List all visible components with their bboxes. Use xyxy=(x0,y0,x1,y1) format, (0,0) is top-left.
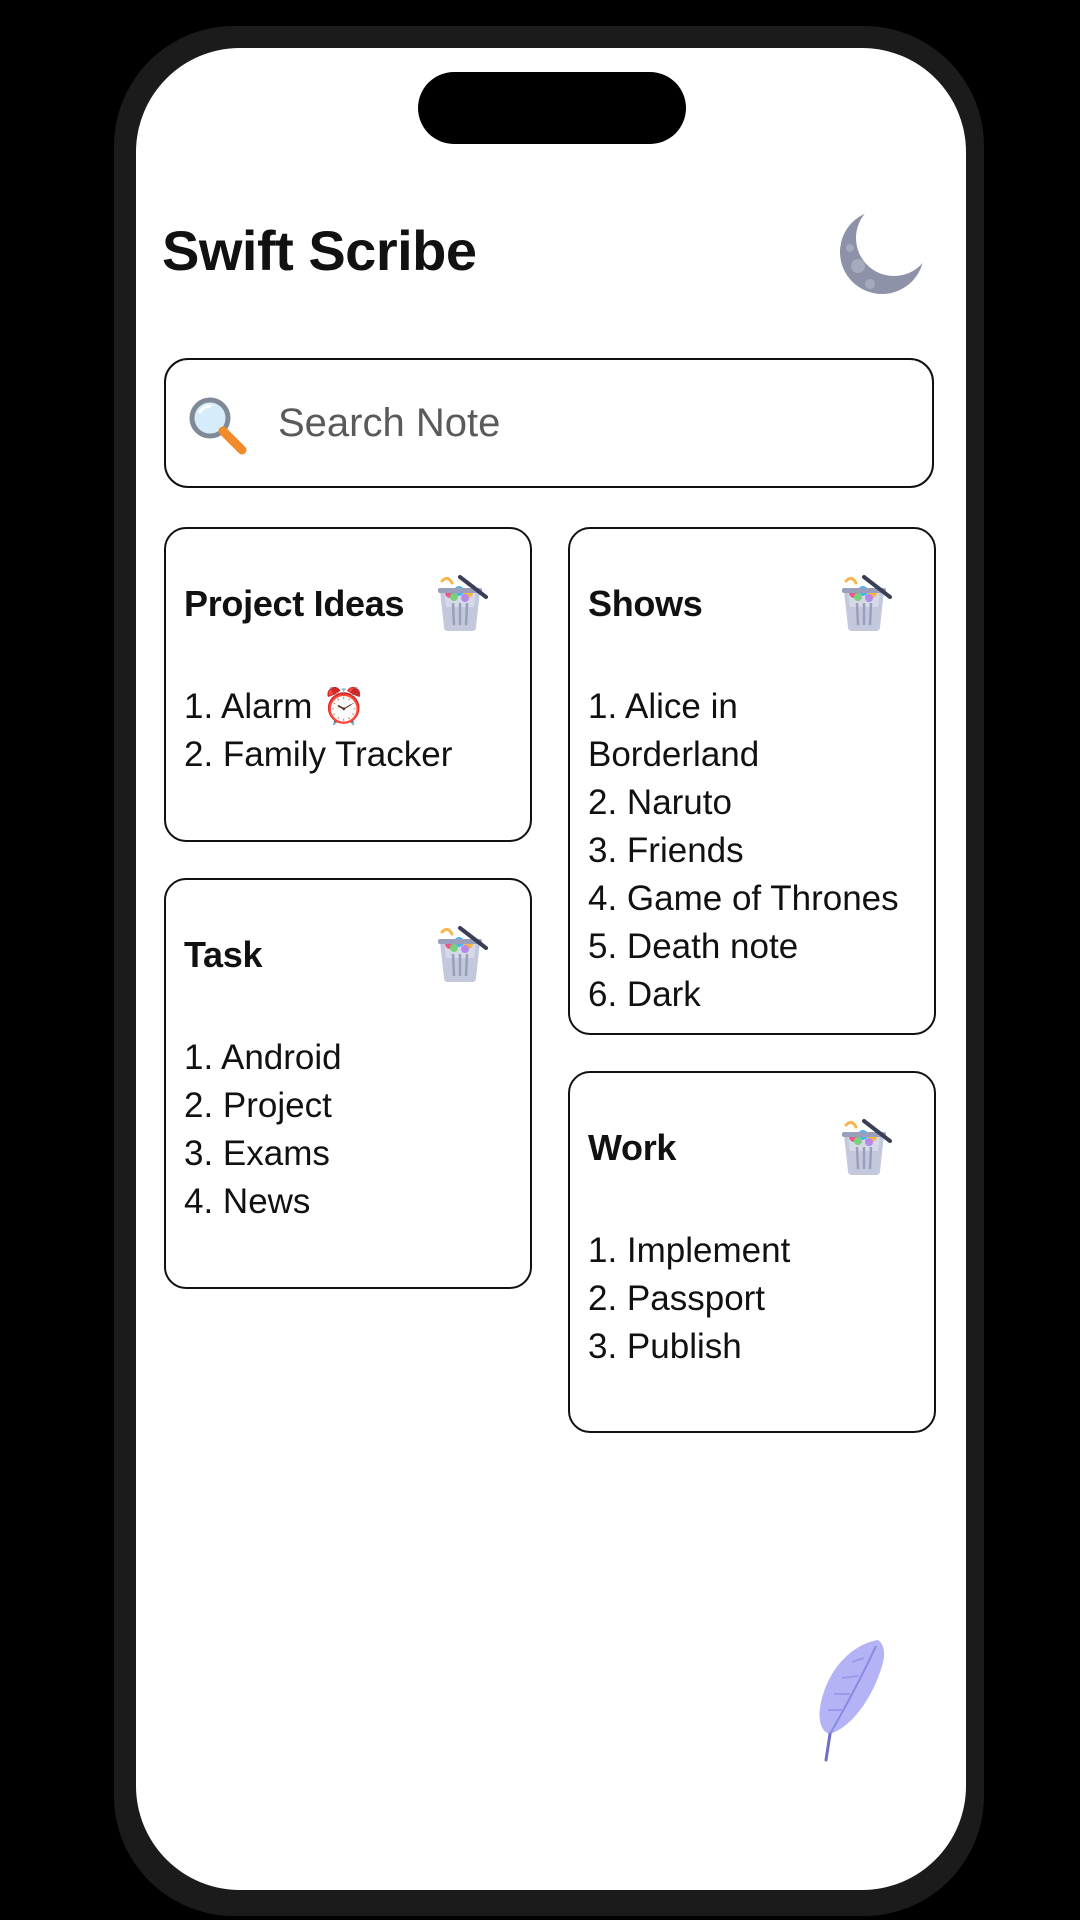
note-line: 3. Publish xyxy=(588,1327,742,1366)
note-line: 1. Android xyxy=(184,1038,342,1077)
note-card-task[interactable]: Task 1. Android 2. Project 3. Exams 4. N… xyxy=(164,878,532,1289)
note-content: 1. Alarm ⏰ 2. Family Tracker xyxy=(184,683,516,779)
note-title: Shows xyxy=(588,583,703,624)
note-title: Project Ideas xyxy=(184,583,405,624)
note-line: 2. Project xyxy=(184,1086,332,1125)
dynamic-island xyxy=(418,72,686,144)
note-line: 4. Game of Thrones xyxy=(588,879,899,918)
note-title: Task xyxy=(184,934,263,975)
note-line: 4. News xyxy=(184,1182,311,1221)
theme-toggle-button[interactable] xyxy=(836,204,928,296)
note-line: 1. Implement xyxy=(588,1231,791,1270)
note-line: 2. Naruto xyxy=(588,783,732,822)
note-line: 3. Exams xyxy=(184,1134,330,1173)
trash-bin-icon[interactable] xyxy=(836,573,892,633)
note-card-work[interactable]: Work 1. Implement 2. Passport 3. Publish xyxy=(568,1071,936,1433)
search-bar[interactable] xyxy=(164,358,934,488)
note-line: 1. Alarm ⏰ xyxy=(184,687,366,726)
note-line: 5. Death note xyxy=(588,927,799,966)
crescent-moon-icon xyxy=(840,210,924,294)
magnifying-glass-icon xyxy=(189,397,247,455)
new-note-button[interactable] xyxy=(812,1636,892,1766)
note-card-shows[interactable]: Shows 1. Alice in Borderland 2. Naruto 3… xyxy=(568,527,936,1035)
note-line: 6. Dark xyxy=(588,975,701,1014)
feather-quill-icon xyxy=(819,1640,885,1762)
trash-bin-icon[interactable] xyxy=(836,1117,892,1177)
note-line: 2. Family Tracker xyxy=(184,735,453,774)
note-line: 3. Friends xyxy=(588,831,744,870)
note-title: Work xyxy=(588,1127,677,1168)
search-input[interactable] xyxy=(278,390,898,456)
note-line: 2. Passport xyxy=(588,1279,766,1318)
page-title: Swift Scribe xyxy=(162,219,477,282)
note-content: 1. Implement 2. Passport 3. Publish xyxy=(588,1227,920,1371)
trash-bin-icon[interactable] xyxy=(432,573,488,633)
trash-bin-icon[interactable] xyxy=(432,924,488,984)
note-line: 1. Alice in Borderland xyxy=(588,687,760,774)
note-card-project-ideas[interactable]: Project Ideas 1. Alarm ⏰ 2. Family Track… xyxy=(164,527,532,842)
note-content: 1. Alice in Borderland 2. Naruto 3. Frie… xyxy=(588,683,920,1019)
note-content: 1. Android 2. Project 3. Exams 4. News xyxy=(184,1034,516,1226)
